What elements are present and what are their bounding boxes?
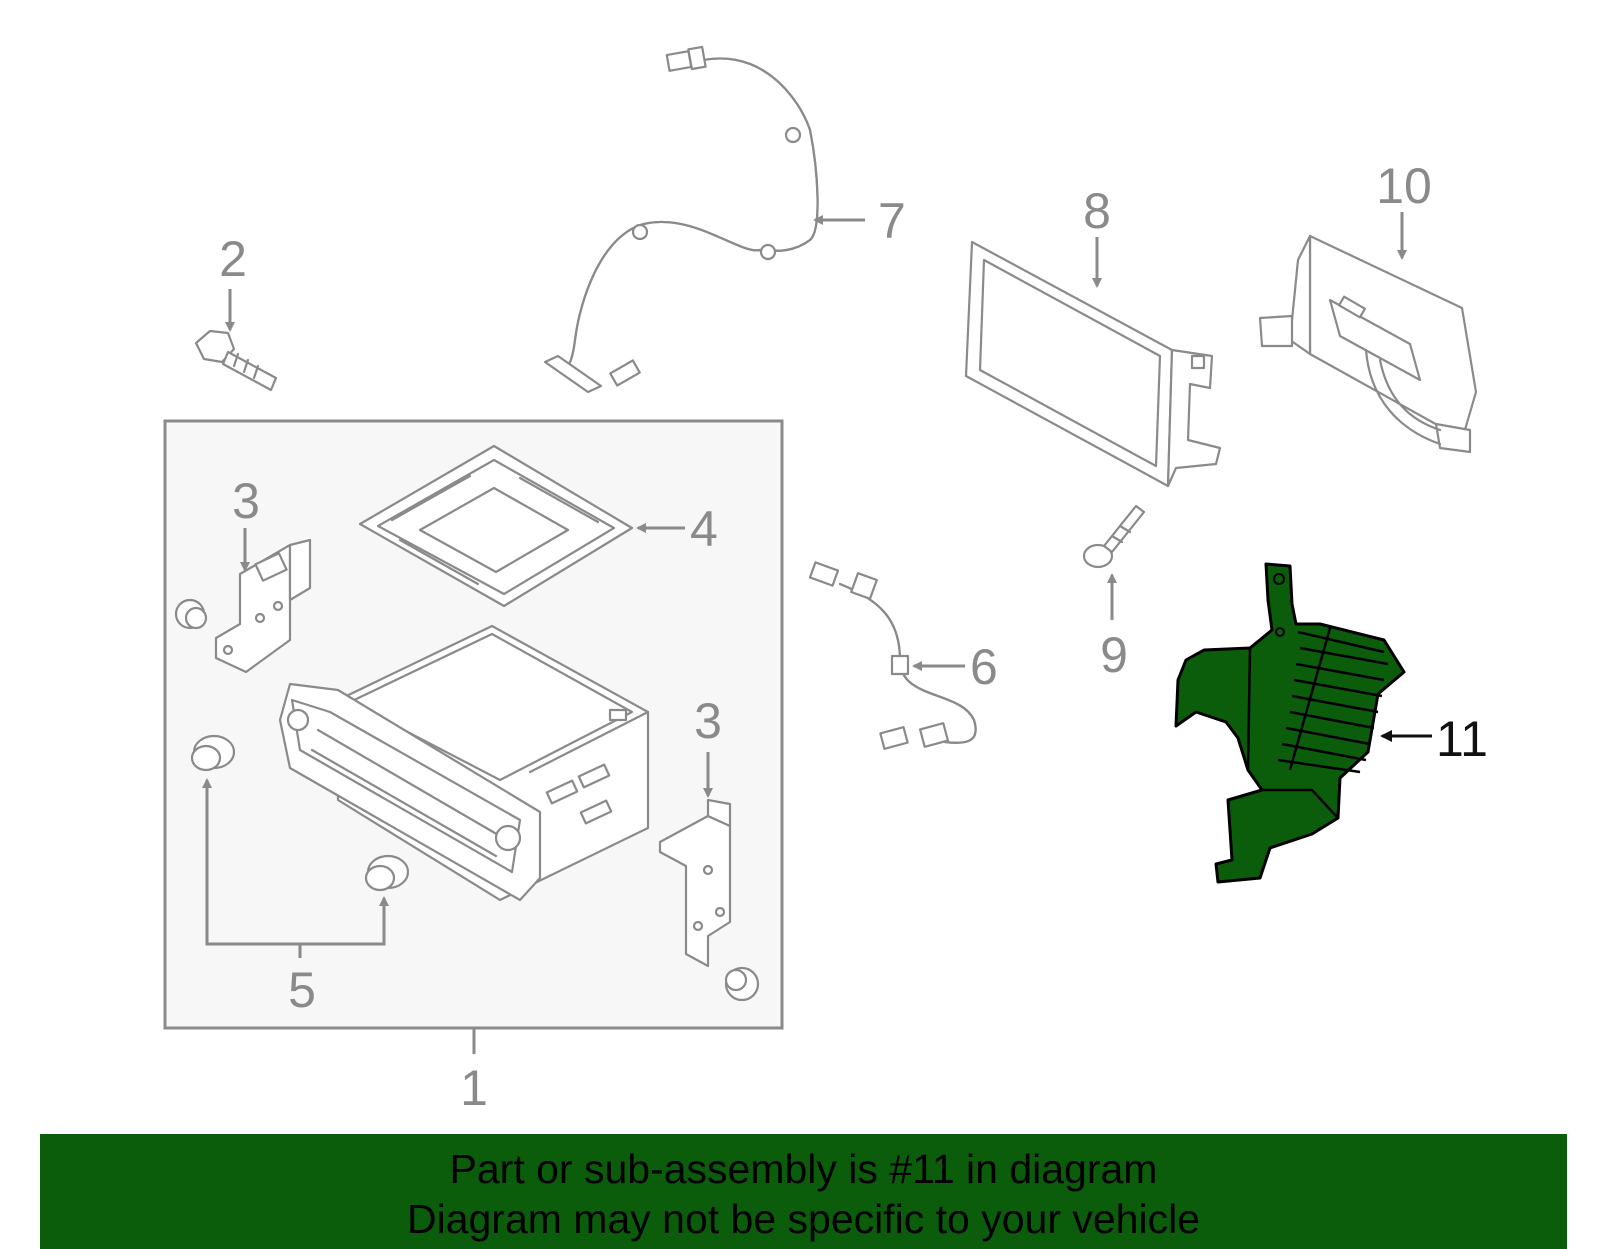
callout-11: 11 xyxy=(1436,711,1488,767)
part-3-bracket-left xyxy=(214,538,312,674)
info-banner: Part or sub-assembly is #11 in diagram D… xyxy=(40,1134,1567,1249)
callout-1: 1 xyxy=(460,1060,488,1116)
part-11-highlighted xyxy=(1174,562,1406,884)
part-4-plate xyxy=(358,444,634,608)
callout-2: 2 xyxy=(219,231,247,287)
part-5-knob-bottom xyxy=(364,854,410,892)
part-11-bracket xyxy=(1174,562,1406,884)
grommet-left xyxy=(174,598,208,630)
part-6-harness xyxy=(808,561,977,750)
part-2-bolt xyxy=(194,329,278,392)
part-11-fins xyxy=(1277,630,1389,774)
part-1-head-unit xyxy=(278,624,650,902)
callout-5-bracket xyxy=(205,790,386,946)
part-3-bracket-right xyxy=(658,798,732,968)
part-11-hole xyxy=(1275,627,1285,637)
callout-9: 9 xyxy=(1100,627,1128,683)
part-11-edge xyxy=(1246,627,1339,819)
callout-5: 5 xyxy=(288,962,316,1018)
part-8-display xyxy=(964,240,1222,488)
part-7-harness xyxy=(543,45,819,394)
callout-4: 4 xyxy=(690,501,718,557)
callout-3a: 3 xyxy=(232,473,260,529)
banner-line-1: Part or sub-assembly is #11 in diagram xyxy=(449,1146,1158,1192)
part-9-screw xyxy=(1082,504,1146,569)
callout-3b: 3 xyxy=(694,693,722,749)
callout-8: 8 xyxy=(1083,183,1111,239)
part-11-hole xyxy=(1273,573,1285,585)
callout-7: 7 xyxy=(878,193,906,249)
banner-line-2: Diagram may not be specific to your vehi… xyxy=(406,1196,1200,1242)
part-10-module xyxy=(1258,234,1478,454)
grommet-right xyxy=(724,966,760,1002)
part-5-knob-top xyxy=(190,734,236,772)
callout-6: 6 xyxy=(970,639,998,695)
callout-10: 10 xyxy=(1376,158,1432,214)
